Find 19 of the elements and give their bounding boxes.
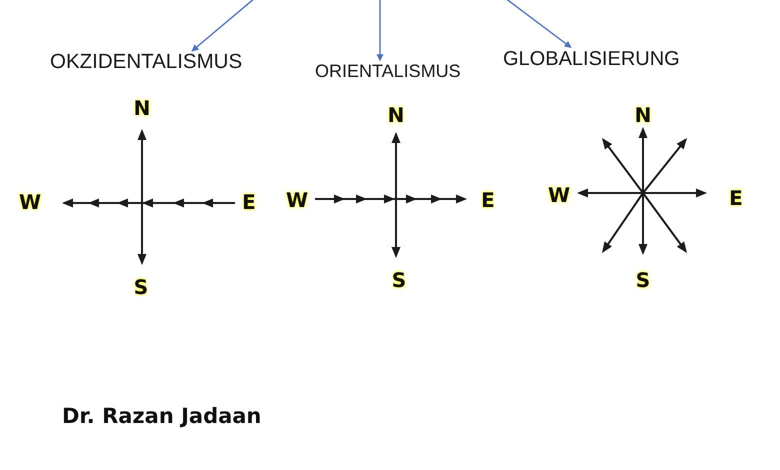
direction-letter: N xyxy=(134,98,150,118)
heading-text: GLOBALISIERUNG xyxy=(503,48,680,68)
direction-letter: N xyxy=(634,105,652,125)
arrow xyxy=(191,0,256,52)
direction-letter: S xyxy=(636,270,650,290)
heading-text: ORIENTALISMUS xyxy=(315,62,461,80)
direction-letter: W xyxy=(286,190,308,210)
direction-letter: W xyxy=(18,192,42,212)
direction-letter: N xyxy=(388,105,404,125)
direction-letter: S xyxy=(134,277,148,297)
direction-letter: E xyxy=(481,190,495,210)
direction-letter: S xyxy=(392,270,406,290)
arrow xyxy=(376,0,384,62)
heading-text: OKZIDENTALISMUS xyxy=(50,52,242,72)
direction-letter: E xyxy=(242,192,256,212)
arrow xyxy=(504,0,572,48)
author-name: Dr. Razan Jadaan xyxy=(62,406,262,426)
direction-letter: E xyxy=(729,188,743,208)
direction-letter: W xyxy=(548,185,570,205)
